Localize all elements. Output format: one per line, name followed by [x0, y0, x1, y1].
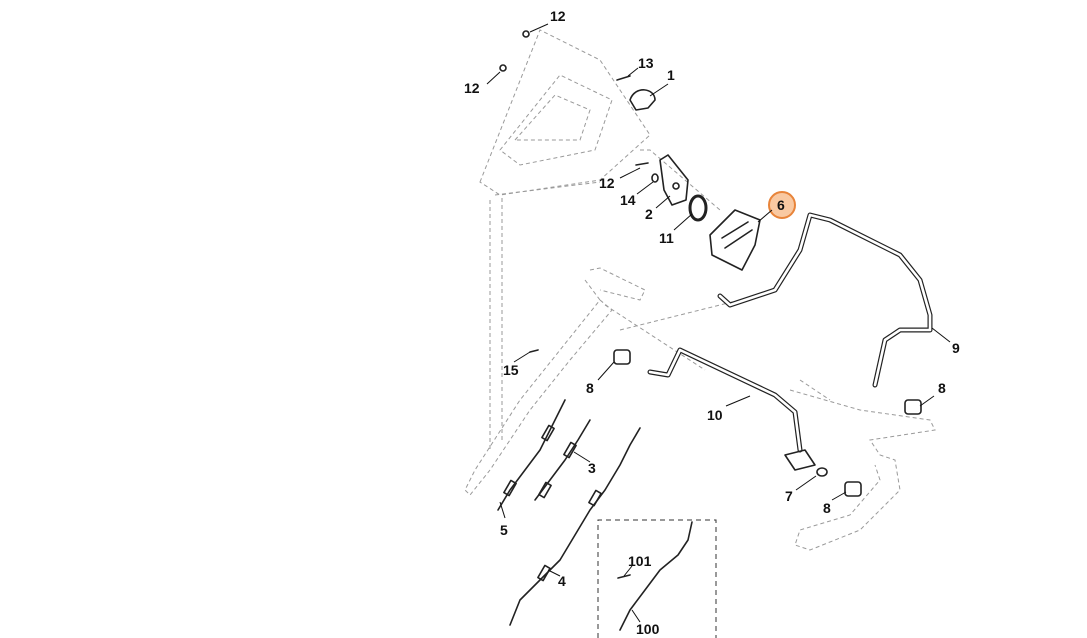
highlight-circle-6 — [768, 191, 796, 219]
callout-labels: 12 12 13 1 12 14 2 11 6 9 15 8 8 10 3 7 … — [464, 8, 960, 637]
stop-8-left — [613, 349, 631, 365]
callout-15[interactable]: 15 — [503, 362, 519, 378]
leader-lines — [486, 23, 951, 623]
callout-6[interactable]: 6 — [777, 197, 785, 213]
cable-3 — [534, 419, 591, 501]
stop-8-bottom — [844, 481, 862, 497]
callout-7[interactable]: 7 — [785, 488, 793, 504]
washer-14 — [651, 173, 659, 183]
callout-8-bottom[interactable]: 8 — [823, 500, 831, 516]
pin-13 — [616, 75, 631, 81]
knob-1 — [629, 89, 656, 111]
callout-11[interactable]: 11 — [659, 230, 674, 246]
cable-4 — [509, 427, 641, 626]
ring-11 — [688, 194, 708, 222]
callout-10[interactable]: 10 — [707, 407, 723, 423]
spacer-7 — [816, 467, 828, 477]
cable-100 — [619, 521, 693, 631]
screw-12-left — [499, 64, 507, 72]
callout-9[interactable]: 9 — [952, 340, 960, 356]
callout-8-right[interactable]: 8 — [938, 380, 946, 396]
callout-2[interactable]: 2 — [645, 206, 653, 222]
bracket-2 — [659, 154, 689, 206]
inset-box — [597, 519, 717, 638]
callout-3[interactable]: 3 — [588, 460, 596, 476]
screw-12-top — [522, 30, 530, 38]
callout-100[interactable]: 100 — [636, 621, 660, 637]
stop-8-right — [904, 399, 922, 415]
callout-4[interactable]: 4 — [558, 573, 566, 589]
callout-5[interactable]: 5 — [500, 522, 508, 538]
callout-13[interactable]: 13 — [638, 55, 654, 71]
cable-5 — [497, 399, 566, 511]
callout-12-left[interactable]: 12 — [464, 80, 480, 96]
callout-8-left[interactable]: 8 — [586, 380, 594, 396]
pin-15 — [529, 349, 539, 353]
callout-12-top[interactable]: 12 — [550, 8, 566, 24]
callout-101[interactable]: 101 — [628, 553, 652, 569]
screw-12-middle — [635, 162, 649, 166]
callout-12-middle[interactable]: 12 — [599, 175, 615, 191]
drive-lever-10 — [647, 347, 816, 471]
handle-frame-outline — [464, 29, 936, 551]
callout-1[interactable]: 1 — [667, 67, 675, 83]
bail-bar-9 — [717, 212, 933, 388]
callout-14[interactable]: 14 — [620, 192, 636, 208]
pin-101 — [617, 574, 631, 579]
switch-box-6 — [709, 209, 761, 271]
